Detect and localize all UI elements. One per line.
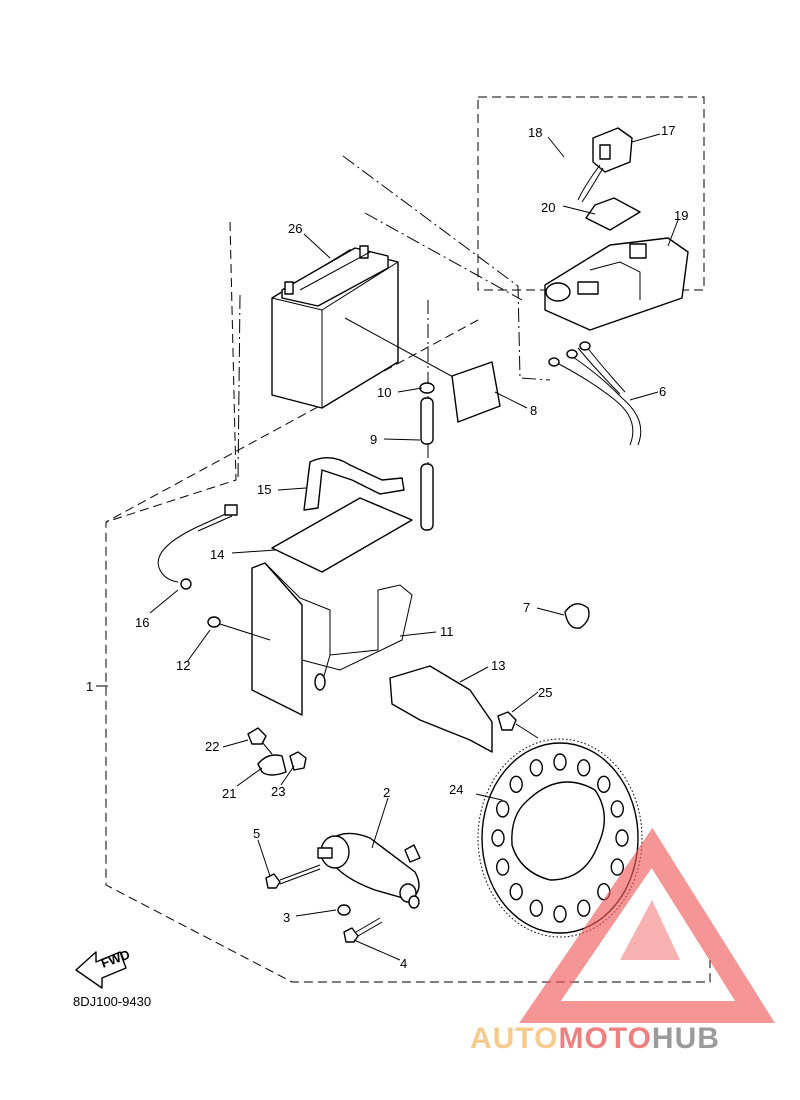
ground-cable [157,504,238,590]
rotor-hole [509,775,523,793]
label-15: 15 [257,482,271,497]
bolt-5 [265,864,321,889]
label-9: 9 [370,432,377,447]
watermark-text: AUTOMOTOHUB [470,1022,720,1055]
rotor-hole [496,800,510,818]
label-21: 21 [222,786,236,801]
label-22: 22 [205,739,219,754]
rotor-hole [553,905,567,923]
label-26: 26 [288,221,302,236]
rotor-hole [529,759,543,777]
grommet-7 [564,603,590,629]
rotor-hole [615,829,629,847]
rotor-hole [509,883,523,901]
reference-code: 8DJ100-9430 [73,994,151,1009]
starter-motor [317,832,421,909]
battery [271,245,456,409]
label-13: 13 [491,658,505,673]
label-7: 7 [523,600,530,615]
bolt-4 [343,917,383,943]
label-5: 5 [253,826,260,841]
rotor-hole [610,858,624,876]
rotor-hole [577,759,591,777]
bolt-25 [497,711,539,739]
label-3: 3 [283,910,290,925]
label-14: 14 [210,547,224,562]
label-11: 11 [440,624,454,639]
label-2: 2 [383,785,390,800]
rotor-hole [529,899,543,917]
rotor-hole [577,899,591,917]
leader-lines [96,133,679,961]
wire-harness [548,341,642,446]
gear-rotor-24 [477,738,643,938]
bolt-12 [207,616,271,641]
label-10: 10 [377,385,391,400]
label-23: 23 [271,784,285,799]
rotor-hole [496,858,510,876]
fwd-arrow: FWD [75,947,132,989]
washer-3 [337,904,351,916]
label-24: 24 [449,782,463,797]
plate-13 [389,665,493,753]
label-1: 1 [86,679,93,694]
label-6: 6 [659,384,666,399]
label-19: 19 [674,208,688,223]
label-8: 8 [530,403,537,418]
part-labels: 1 2 3 4 5 6 7 8 9 10 11 12 13 14 15 16 1… [86,123,688,971]
strap-and-sheet [271,457,413,573]
watermark-auto: AUTO [470,1022,558,1055]
pad-8 [451,361,501,423]
rotor-hole [491,829,505,847]
rotor-hole [553,753,567,771]
label-4: 4 [400,956,407,971]
label-16: 16 [135,615,149,630]
rotor-hole [597,775,611,793]
battery-bracket [251,562,413,716]
label-18: 18 [528,125,542,140]
label-20: 20 [541,200,555,215]
rotor-hole [610,800,624,818]
watermark-moto: MOTO [558,1022,651,1055]
watermark-logo-triangle [519,827,775,1023]
label-17: 17 [661,123,675,138]
watermark-hub: HUB [652,1022,720,1055]
clamp-parts [247,727,307,776]
starter-relay [544,127,689,331]
band-and-collar [419,382,435,531]
label-12: 12 [176,658,190,673]
label-25: 25 [538,685,552,700]
watermark: AUTOMOTOHUB [470,827,775,1055]
